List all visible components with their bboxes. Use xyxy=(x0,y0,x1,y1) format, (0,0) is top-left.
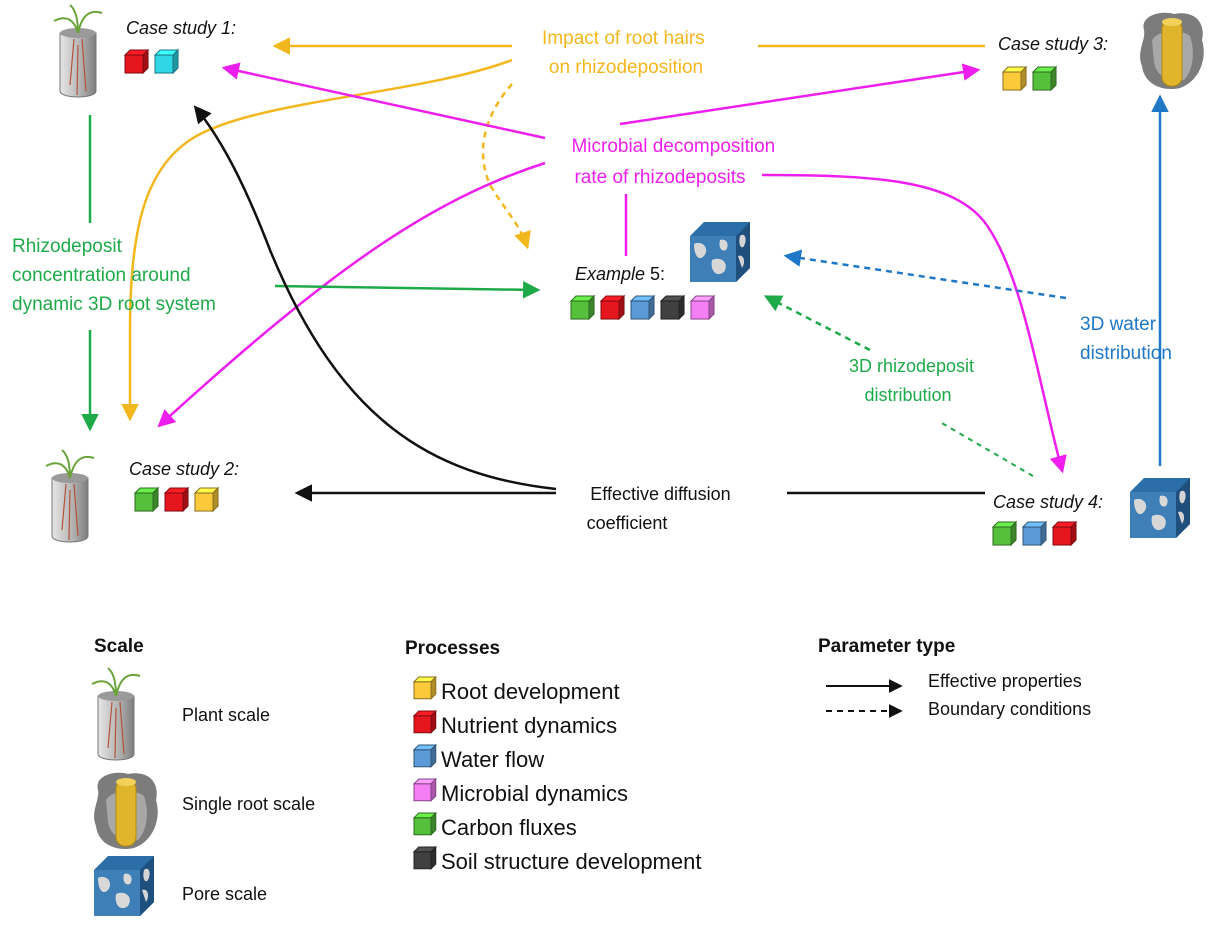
legend-process-label: Carbon fluxes xyxy=(441,815,577,840)
rhizodeposit-concentration-label: Rhizodeposit concentration around dynami… xyxy=(12,236,216,315)
root-hairs-label-line: on rhizodeposition xyxy=(549,57,703,78)
microbial-label: Microbial decomposition rate of rhizodep… xyxy=(571,136,780,188)
arrow-roothairs-to-example5 xyxy=(481,83,531,250)
example-5-cube xyxy=(599,294,626,321)
example-5-label: Example 5: xyxy=(575,264,665,284)
case-study-3-cube xyxy=(1001,65,1028,92)
microbial-label-line: Microbial decomposition xyxy=(571,136,775,157)
arrow-roothairs-to-case2 xyxy=(121,58,513,422)
case-study-2-cube xyxy=(133,486,160,513)
case-study-2-cube xyxy=(163,486,190,513)
legend-scale-title: Scale xyxy=(94,636,144,657)
rhizodeposit-distribution-label-line: distribution xyxy=(864,385,951,405)
legend-process-cube xyxy=(412,675,437,700)
legend-parameter: Parameter type Effective properties Boun… xyxy=(818,636,1091,719)
case-study-4-cube xyxy=(1051,520,1078,547)
pore-scale-icon xyxy=(690,222,750,282)
legend-parameter-item: Effective properties xyxy=(928,671,1082,691)
case-study-4-label: Case study 4: xyxy=(993,492,1103,512)
plant-scale-icon xyxy=(45,449,95,543)
legend-scale-item: Pore scale xyxy=(182,884,267,904)
arrow-case4-to-example5 xyxy=(763,295,871,352)
example-5-label-italic: Example xyxy=(575,264,645,284)
case-study-4-cube xyxy=(991,520,1018,547)
legend-process-label: Root development xyxy=(441,679,620,704)
diffusion-label-line: Effective diffusion xyxy=(590,484,730,504)
plant-scale-icon xyxy=(91,667,141,761)
arrow-microbial-to-case1 xyxy=(221,62,546,140)
arrow-water-to-example5 xyxy=(783,249,1067,300)
legend-process-label: Water flow xyxy=(441,747,544,772)
case-study-2-label: Case study 2: xyxy=(129,459,239,479)
legend-process-cube xyxy=(412,777,437,802)
legend-process-label: Soil structure development xyxy=(441,849,701,874)
plant-scale-icon xyxy=(53,4,103,98)
arrow-microbial-to-case2 xyxy=(157,161,546,428)
single-root-scale-icon xyxy=(1140,12,1204,90)
arrow-rhizo-to-example5 xyxy=(274,281,541,299)
example-5-cube xyxy=(629,294,656,321)
diffusion-label: Effective diffusion coefficient xyxy=(587,484,736,533)
case-study-2-cube xyxy=(193,486,220,513)
rhizodeposit-distribution-label: 3D rhizodeposit distribution xyxy=(849,356,979,405)
legend-process-cube xyxy=(412,811,437,836)
diffusion-label-line: coefficient xyxy=(587,513,668,533)
single-root-scale-icon xyxy=(94,772,158,850)
case-study-4-cube xyxy=(1021,520,1048,547)
case-study-1-label: Case study 1: xyxy=(126,18,236,38)
case-study-3-cube xyxy=(1031,65,1058,92)
legend-scale-item: Single root scale xyxy=(182,794,315,814)
case-study-1-cube xyxy=(153,48,180,75)
example-5-label-number: 5: xyxy=(645,264,665,284)
water-distribution-label-line: 3D water xyxy=(1080,314,1157,335)
legend-parameter-item: Boundary conditions xyxy=(928,699,1091,719)
pore-scale-icon xyxy=(1130,478,1190,538)
legend-process-label: Nutrient dynamics xyxy=(441,713,617,738)
example-5-cube xyxy=(689,294,716,321)
example-5-cube xyxy=(659,294,686,321)
water-distribution-label-line: distribution xyxy=(1080,343,1172,364)
legend-process-label: Microbial dynamics xyxy=(441,781,628,806)
root-hairs-label: Impact of root hairs on rhizodeposition xyxy=(542,28,710,78)
rhizodeposit-concentration-label-line: Rhizodeposit xyxy=(12,236,123,257)
arrows-group xyxy=(81,37,1169,502)
legend-process-cube xyxy=(412,709,437,734)
water-distribution-label: 3D water distribution xyxy=(1080,314,1172,364)
root-hairs-label-line: Impact of root hairs xyxy=(542,28,705,49)
legend-scale-item: Plant scale xyxy=(182,705,270,725)
line-case4-to-rhizodist xyxy=(939,421,1034,477)
example-5-cube xyxy=(569,294,596,321)
pore-scale-icon xyxy=(94,856,154,916)
case-study-3-label: Case study 3: xyxy=(998,34,1108,54)
legend-parameter-title: Parameter type xyxy=(818,636,955,657)
microbial-label-line: rate of rhizodeposits xyxy=(574,167,745,188)
arrow-microbial-to-case3 xyxy=(619,63,981,126)
rhizodeposit-concentration-label-line: dynamic 3D root system xyxy=(12,294,216,315)
arrow-diffusion-to-case1 xyxy=(193,105,557,491)
case-study-1-cube xyxy=(123,48,150,75)
legend-process-cube xyxy=(412,845,437,870)
legend-process-cube xyxy=(412,743,437,768)
legend-scale: Scale Plant scale Single root scale Pore… xyxy=(91,636,315,916)
legend-processes-title: Processes xyxy=(405,638,500,659)
arrow-microbial-to-case4 xyxy=(761,173,1067,474)
rhizodeposit-distribution-label-line: 3D rhizodeposit xyxy=(849,356,974,376)
rhizodeposit-concentration-label-line: concentration around xyxy=(12,265,191,286)
